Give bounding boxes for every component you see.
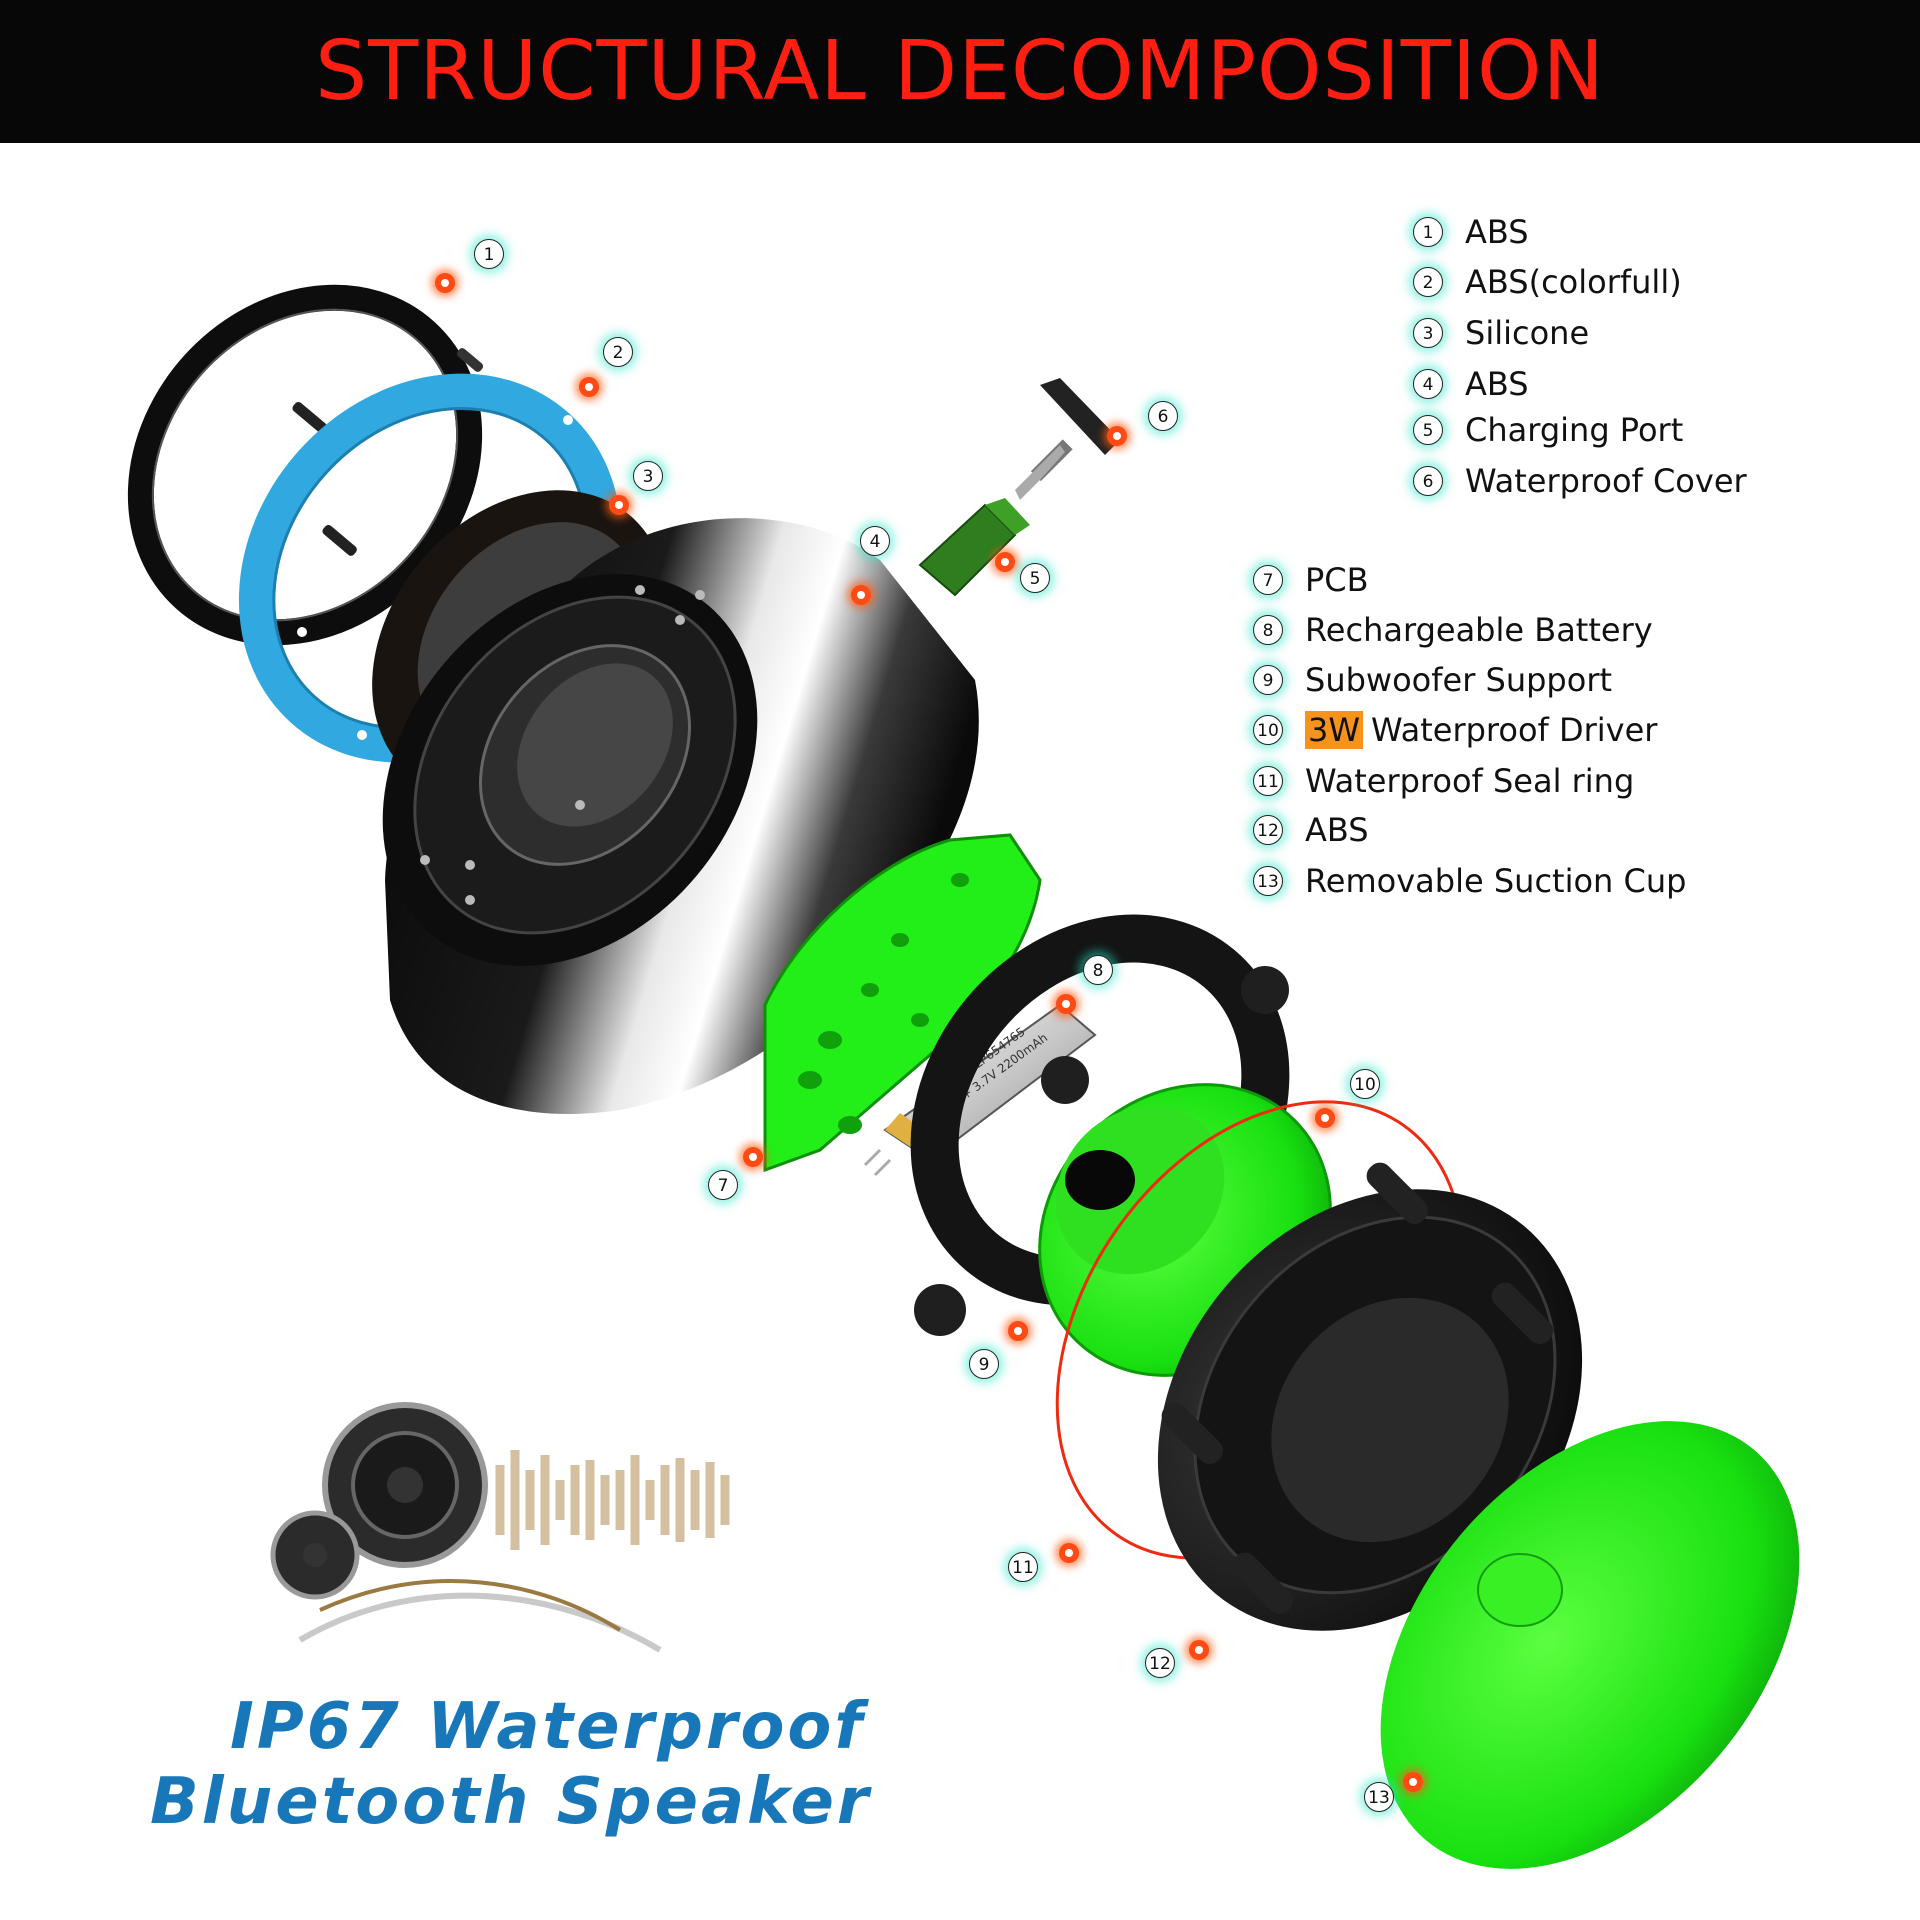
legend-item-9: 9 Subwoofer Support xyxy=(1253,657,1612,703)
callout-7: 7 xyxy=(708,1170,738,1200)
legend-label: ABS xyxy=(1305,811,1369,849)
callout-13: 13 xyxy=(1364,1782,1394,1812)
legend-number: 10 xyxy=(1253,715,1283,745)
legend-item-3: 3 Silicone xyxy=(1413,310,1589,356)
legend-label: Silicone xyxy=(1465,314,1590,352)
legend-item-4: 4 ABS xyxy=(1413,361,1529,407)
callout-4: 4 xyxy=(860,526,890,556)
legend-item-11: 11 Waterproof Seal ring xyxy=(1253,758,1634,804)
callout-1: 1 xyxy=(474,239,504,269)
legend-number: 5 xyxy=(1413,415,1443,445)
callout-9: 9 xyxy=(969,1349,999,1379)
legend-number: 3 xyxy=(1413,318,1443,348)
part-13-suction-cup xyxy=(1380,1421,1800,1869)
tagline-line-2: Bluetooth Speaker xyxy=(150,1765,872,1839)
legend-item-1: 1 ABS xyxy=(1413,209,1529,255)
legend-label: ABS xyxy=(1465,365,1529,403)
legend-number: 13 xyxy=(1253,866,1283,896)
legend-label: Rechargeable Battery xyxy=(1305,611,1653,649)
legend-number: 7 xyxy=(1253,565,1283,595)
legend-item-8: 8 Rechargeable Battery xyxy=(1253,607,1653,653)
legend-number: 6 xyxy=(1413,466,1443,496)
legend-label: ABS xyxy=(1465,213,1529,251)
legend-item-6: 6 Waterproof Cover xyxy=(1413,458,1747,504)
marker-13 xyxy=(1403,1772,1423,1792)
legend-label: Waterproof Seal ring xyxy=(1305,762,1635,800)
marker-9 xyxy=(1008,1321,1028,1341)
marker-8 xyxy=(1056,994,1076,1014)
legend-number: 9 xyxy=(1253,665,1283,695)
legend-label: Removable Suction Cup xyxy=(1305,862,1687,900)
legend-number: 2 xyxy=(1413,267,1443,297)
legend-number: 4 xyxy=(1413,369,1443,399)
callout-6: 6 xyxy=(1148,401,1178,431)
legend-number: 1 xyxy=(1413,217,1443,247)
tagline-line-1: IP67 Waterproof xyxy=(230,1690,866,1764)
marker-12 xyxy=(1189,1640,1209,1660)
legend-label-rest: Waterproof Driver xyxy=(1371,711,1658,749)
legend-item-12: 12 ABS xyxy=(1253,807,1369,853)
marker-5 xyxy=(995,552,1015,572)
part-1-abs-ring xyxy=(127,284,484,646)
callout-2: 2 xyxy=(603,337,633,367)
callout-11: 11 xyxy=(1008,1552,1038,1582)
marker-11 xyxy=(1059,1543,1079,1563)
marker-7 xyxy=(743,1147,763,1167)
highlight-3w: 3W xyxy=(1305,711,1363,749)
part-5-charging-port xyxy=(918,498,1030,597)
marker-2 xyxy=(579,377,599,397)
legend-number: 11 xyxy=(1253,766,1283,796)
marker-4 xyxy=(851,585,871,605)
callout-3: 3 xyxy=(633,461,663,491)
marker-3 xyxy=(609,495,629,515)
callout-8: 8 xyxy=(1083,955,1113,985)
part-6-waterproof-cover xyxy=(1015,378,1120,500)
callout-5: 5 xyxy=(1020,563,1050,593)
legend-number: 12 xyxy=(1253,815,1283,845)
legend-label: PCB xyxy=(1305,561,1369,599)
legend-item-5: 5 Charging Port xyxy=(1413,407,1683,453)
marker-6 xyxy=(1107,426,1127,446)
legend-label: Subwoofer Support xyxy=(1305,661,1613,699)
header-bar xyxy=(0,0,1920,143)
legend-item-2: 2 ABS(colorfull) xyxy=(1413,259,1682,305)
callout-10: 10 xyxy=(1350,1069,1380,1099)
legend-number: 8 xyxy=(1253,615,1283,645)
marker-10 xyxy=(1315,1108,1335,1128)
legend-item-7: 7 PCB xyxy=(1253,557,1369,603)
legend-item-13: 13 Removable Suction Cup xyxy=(1253,858,1686,904)
callout-12: 12 xyxy=(1145,1648,1175,1678)
marker-1 xyxy=(435,273,455,293)
page-title: STRUCTURAL DECOMPOSITION xyxy=(315,24,1605,119)
legend-label: Waterproof Cover xyxy=(1465,462,1747,500)
speaker-graphic xyxy=(270,1402,730,1653)
legend-label: Charging Port xyxy=(1465,411,1684,449)
legend-label: ABS(colorfull) xyxy=(1465,263,1682,301)
